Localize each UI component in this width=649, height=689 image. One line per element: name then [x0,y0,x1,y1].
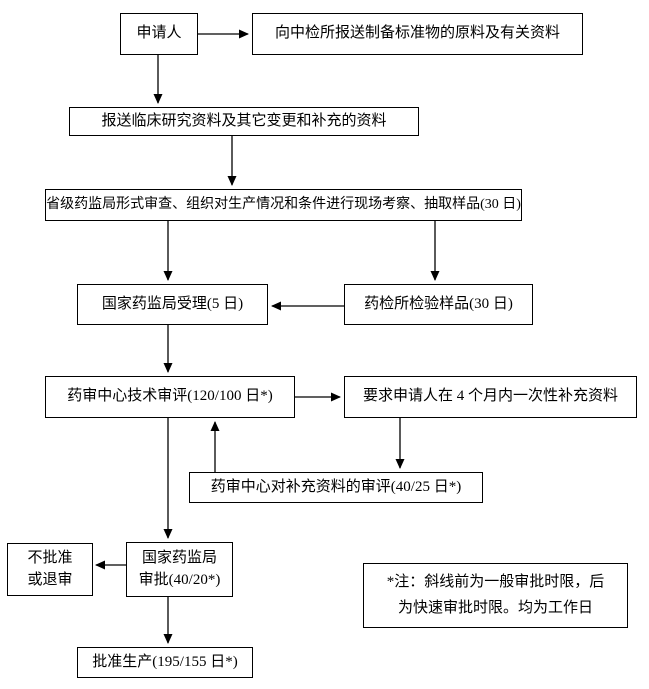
node-sda-approval: 国家药监局 审批(40/20*) [126,542,233,597]
node-submit-standard-materials-label: 向中检所报送制备标准物的原料及有关资料 [274,25,560,42]
node-cde-technical-review: 药审中心技术审评(120/100 日*) [45,376,295,418]
node-provincial-review-label: 省级药监局形式审查、组织对生产情况和条件进行现场考察、抽取样品(30 日) [46,196,521,212]
note-line1: *注：斜线前为一般审批时限，后 [386,574,605,590]
node-reject-line2: 或退审 [27,571,73,588]
node-supplement-review-label: 药审中心对补充资料的审评(40/25 日*) [210,478,462,495]
node-applicant-label: 申请人 [136,25,182,42]
node-submit-standard-materials: 向中检所报送制备标准物的原料及有关资料 [252,13,583,55]
note-line2: 为快速审批时限。均为工作日 [397,599,593,616]
node-sda-approval-line2: 审批(40/20*) [138,571,221,588]
node-request-supplement-label: 要求申请人在 4 个月内一次性补充资料 [362,388,618,405]
node-submit-clinical-data-label: 报送临床研究资料及其它变更和补充的资料 [101,112,387,129]
node-provincial-review: 省级药监局形式审查、组织对生产情况和条件进行现场考察、抽取样品(30 日) [45,189,522,221]
node-supplement-review: 药审中心对补充资料的审评(40/25 日*) [189,472,483,503]
node-sample-testing-label: 药检所检验样品(30 日) [364,295,513,312]
node-approve-production: 批准生产(195/155 日*) [77,647,253,678]
node-sample-testing: 药检所检验样品(30 日) [344,284,533,325]
node-request-supplement: 要求申请人在 4 个月内一次性补充资料 [344,376,637,418]
note-box: *注：斜线前为一般审批时限，后 为快速审批时限。均为工作日 [363,563,628,628]
node-sda-acceptance-label: 国家药监局受理(5 日) [101,295,244,312]
node-cde-technical-review-label: 药审中心技术审评(120/100 日*) [67,388,273,405]
node-sda-approval-line1: 国家药监局 [141,549,217,566]
node-reject-line1: 不批准 [27,549,73,566]
node-submit-clinical-data: 报送临床研究资料及其它变更和补充的资料 [69,107,419,136]
node-sda-acceptance: 国家药监局受理(5 日) [77,284,268,325]
node-applicant: 申请人 [120,13,198,55]
node-reject: 不批准 或退审 [7,543,93,596]
node-approve-production-label: 批准生产(195/155 日*) [92,653,238,670]
